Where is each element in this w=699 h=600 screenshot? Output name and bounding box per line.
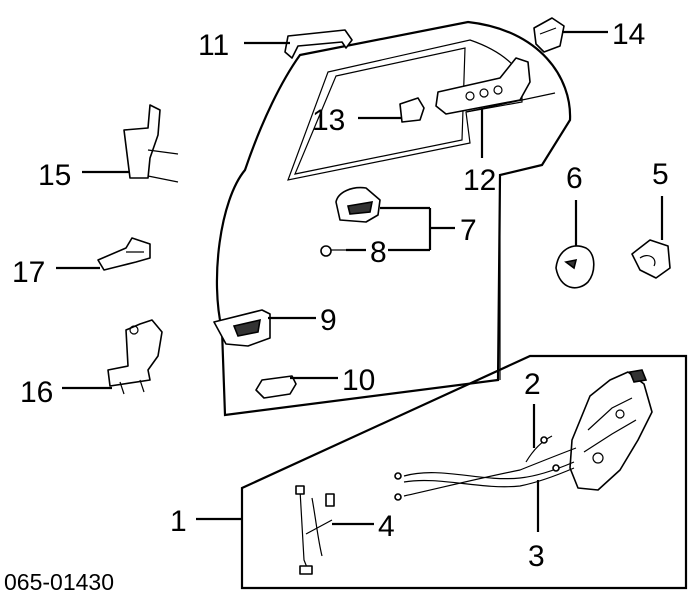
diagram-id: 065-01430: [4, 569, 114, 595]
callout-7: 7: [460, 214, 477, 247]
callout-5: 5: [652, 158, 669, 191]
pad-part-13: [399, 97, 425, 123]
inside-handle-part-7: [335, 186, 381, 223]
callout-10: 10: [342, 364, 375, 397]
callout-6: 6: [566, 162, 583, 195]
callout-16: 16: [20, 376, 53, 409]
hinge-upper-part-15: [123, 104, 179, 183]
callout-15: 15: [38, 159, 71, 192]
wire-harness-part-4: [295, 485, 335, 575]
door-shell: [215, 20, 572, 417]
lock-knob-part-8: [320, 245, 346, 257]
callout-9: 9: [320, 304, 337, 337]
callout-4: 4: [378, 510, 395, 543]
cap-part-14: [533, 17, 565, 53]
callout-14: 14: [612, 18, 645, 51]
callout-13: 13: [312, 104, 345, 137]
handle-bracket-part-12: [435, 57, 531, 115]
pull-cup-part-10: [255, 375, 297, 399]
lock-cables: [394, 435, 577, 501]
callout-17: 17: [12, 256, 45, 289]
callout-8: 8: [370, 236, 387, 269]
inside-handle-lower-part-9: [213, 309, 271, 347]
striker-part-5: [631, 239, 671, 279]
outer-handle-part-11: [284, 29, 353, 59]
door-lock-assembly: [569, 369, 653, 491]
callout-12: 12: [463, 164, 496, 197]
callout-11: 11: [198, 29, 229, 62]
striker-cover-part-6: [555, 245, 595, 289]
callout-1: 1: [170, 505, 187, 538]
hinge-lower-part-16: [107, 319, 163, 395]
callout-2: 2: [524, 368, 541, 401]
callout-3: 3: [528, 540, 545, 573]
inset-frame: [240, 354, 688, 590]
door-check-part-17: [97, 237, 151, 271]
